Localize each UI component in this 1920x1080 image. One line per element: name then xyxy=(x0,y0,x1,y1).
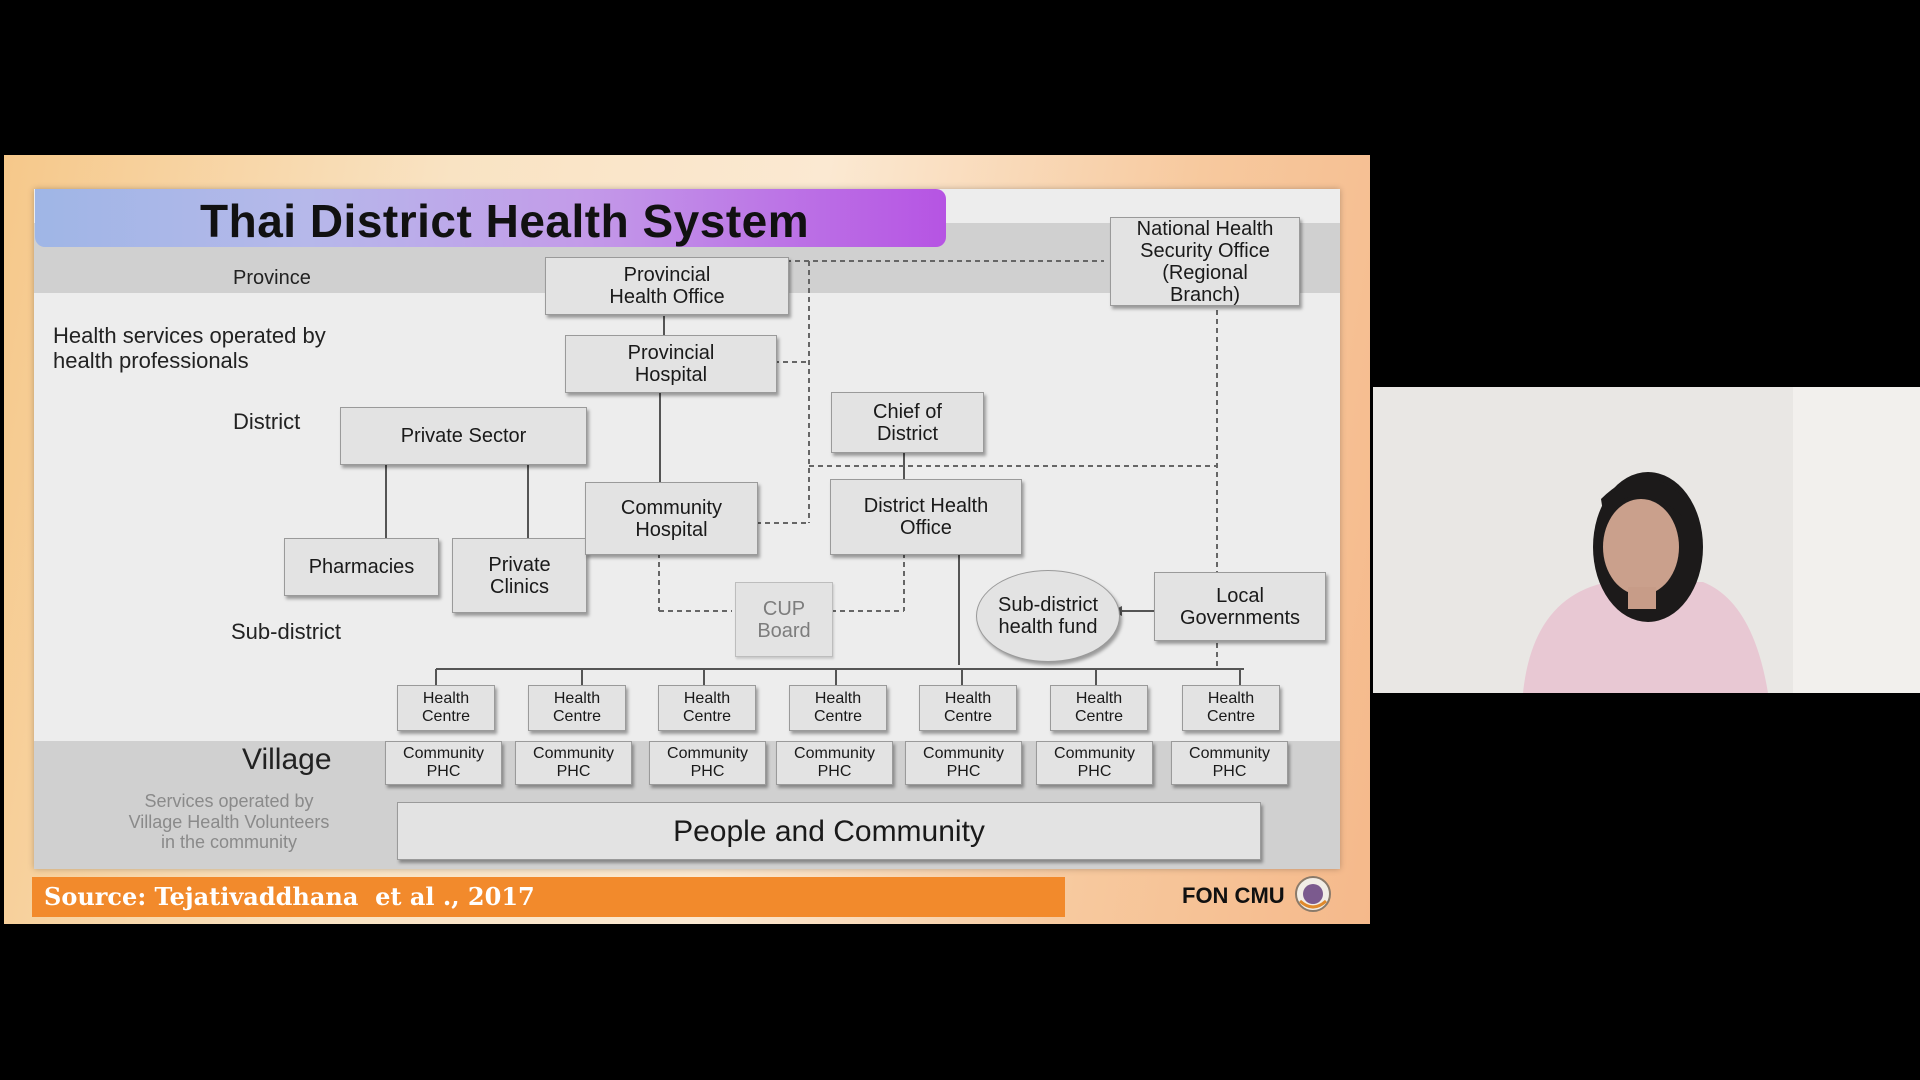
node-community-hospital: Community Hospital xyxy=(585,482,758,555)
node-district-health-office: District Health Office xyxy=(830,479,1022,555)
slide-title: Thai District Health System xyxy=(200,195,810,247)
node-community-phc: Community PHC xyxy=(905,741,1022,785)
source-bar xyxy=(32,877,1065,917)
node-nhso: National Health Security Office (Regiona… xyxy=(1110,217,1300,306)
node-health-centre: Health Centre xyxy=(789,685,887,731)
village-note: Services operated by Village Health Volu… xyxy=(128,791,330,853)
presentation-slide: Thai District Health System xyxy=(4,155,1370,924)
fon-cmu-logo-text: FON CMU xyxy=(1182,883,1285,908)
level-health-services-label: Health services operated by health profe… xyxy=(53,323,326,374)
node-community-phc: Community PHC xyxy=(385,741,502,785)
node-health-centre: Health Centre xyxy=(919,685,1017,731)
webcam-video-feed xyxy=(1373,387,1920,693)
node-chief-of-district: Chief of District xyxy=(831,392,984,453)
node-health-centre: Health Centre xyxy=(658,685,756,731)
node-local-governments: Local Governments xyxy=(1154,572,1326,641)
node-community-phc: Community PHC xyxy=(649,741,766,785)
node-provincial-health-office: Provincial Health Office xyxy=(545,257,789,315)
level-province-label: Province xyxy=(233,267,311,289)
node-community-phc: Community PHC xyxy=(776,741,893,785)
node-health-centre: Health Centre xyxy=(397,685,495,731)
node-health-centre: Health Centre xyxy=(528,685,626,731)
title-bar xyxy=(35,189,946,247)
node-health-centre: Health Centre xyxy=(1050,685,1148,731)
node-health-centre: Health Centre xyxy=(1182,685,1280,731)
level-sub-district-label: Sub-district xyxy=(231,619,342,644)
node-private-clinics: Private Clinics xyxy=(452,538,587,613)
presenter-video-image xyxy=(1373,387,1920,693)
node-pharmacies: Pharmacies xyxy=(284,538,439,596)
level-district-label: District xyxy=(233,409,301,434)
node-people-and-community: People and Community xyxy=(397,802,1261,860)
node-provincial-hospital: Provincial Hospital xyxy=(565,335,777,393)
node-sub-district-health-fund: Sub-district health fund xyxy=(976,570,1120,662)
source-citation: Source: Tejativaddhana et al ., 2017 xyxy=(44,882,535,911)
node-community-phc: Community PHC xyxy=(515,741,632,785)
node-community-phc: Community PHC xyxy=(1036,741,1153,785)
node-private-sector: Private Sector xyxy=(340,407,587,465)
node-cup-board: CUP Board xyxy=(735,582,833,657)
node-community-phc: Community PHC xyxy=(1171,741,1288,785)
fon-cmu-emblem-icon xyxy=(1295,876,1331,912)
level-village-label: Village xyxy=(242,743,332,776)
